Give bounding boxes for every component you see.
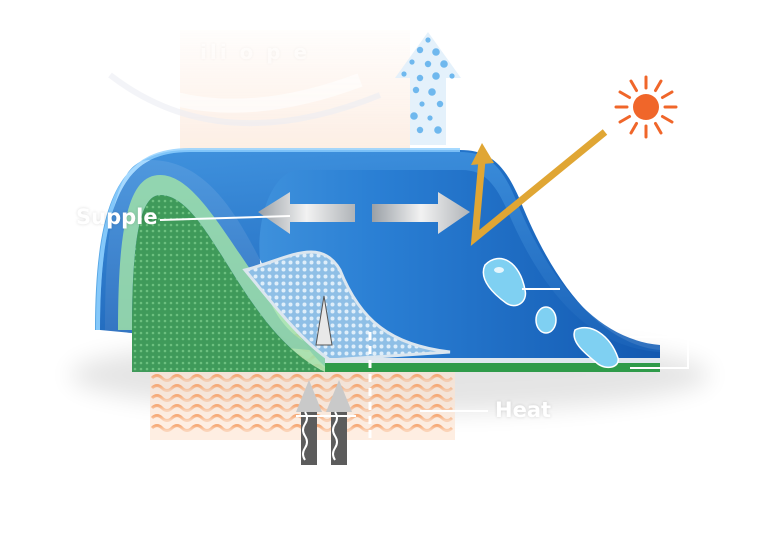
sun-ray bbox=[660, 90, 674, 99]
vapor-dot bbox=[410, 112, 418, 120]
vapor-dot bbox=[419, 101, 425, 107]
sun-ray bbox=[660, 115, 674, 124]
fabric-inner-knit bbox=[118, 175, 330, 372]
reflection-arrow-icon bbox=[470, 129, 608, 246]
sun-icon bbox=[614, 75, 678, 139]
sun-ray bbox=[654, 121, 663, 135]
vapor-dot bbox=[449, 73, 455, 79]
vapor-dot bbox=[428, 88, 436, 96]
vapor-dot bbox=[427, 115, 433, 121]
vapor-dot bbox=[425, 37, 431, 43]
faded-top-label: ili o p e bbox=[200, 40, 311, 64]
heat-wave-line bbox=[150, 374, 454, 382]
supple-label: Supple bbox=[76, 205, 158, 229]
top-faded-waves bbox=[90, 30, 410, 150]
heat-wave-line bbox=[150, 384, 454, 392]
layer-callout-bracket bbox=[630, 336, 689, 369]
water-droplet-icon bbox=[482, 257, 619, 369]
vapor-dot bbox=[416, 74, 424, 82]
vapor-dot bbox=[434, 126, 442, 134]
vapor-dot bbox=[416, 46, 424, 54]
vapor-dot bbox=[409, 59, 415, 65]
supple-callout-line bbox=[159, 215, 291, 221]
vapor-dot bbox=[416, 126, 424, 134]
vapor-dot bbox=[440, 60, 448, 68]
sun-ray bbox=[618, 115, 632, 124]
sun-ray bbox=[629, 121, 638, 135]
fabric-base-strip bbox=[325, 358, 660, 372]
sun-ray bbox=[618, 90, 632, 99]
fabric-mesh-layer bbox=[242, 250, 451, 362]
vapor-dot bbox=[436, 100, 444, 108]
vapor-dot bbox=[424, 60, 432, 68]
sun-ray bbox=[654, 79, 663, 93]
vapor-dot bbox=[401, 71, 407, 77]
heat-label: Heat bbox=[495, 398, 552, 422]
heat-arrow-icon bbox=[296, 295, 356, 465]
vapor-dot bbox=[432, 72, 440, 80]
vapor-arrow-icon bbox=[395, 32, 461, 145]
stretch-arrows-icon bbox=[258, 192, 470, 234]
vapor-dot bbox=[412, 86, 420, 94]
vapor-dot bbox=[432, 48, 440, 56]
sun-ray bbox=[629, 79, 638, 93]
